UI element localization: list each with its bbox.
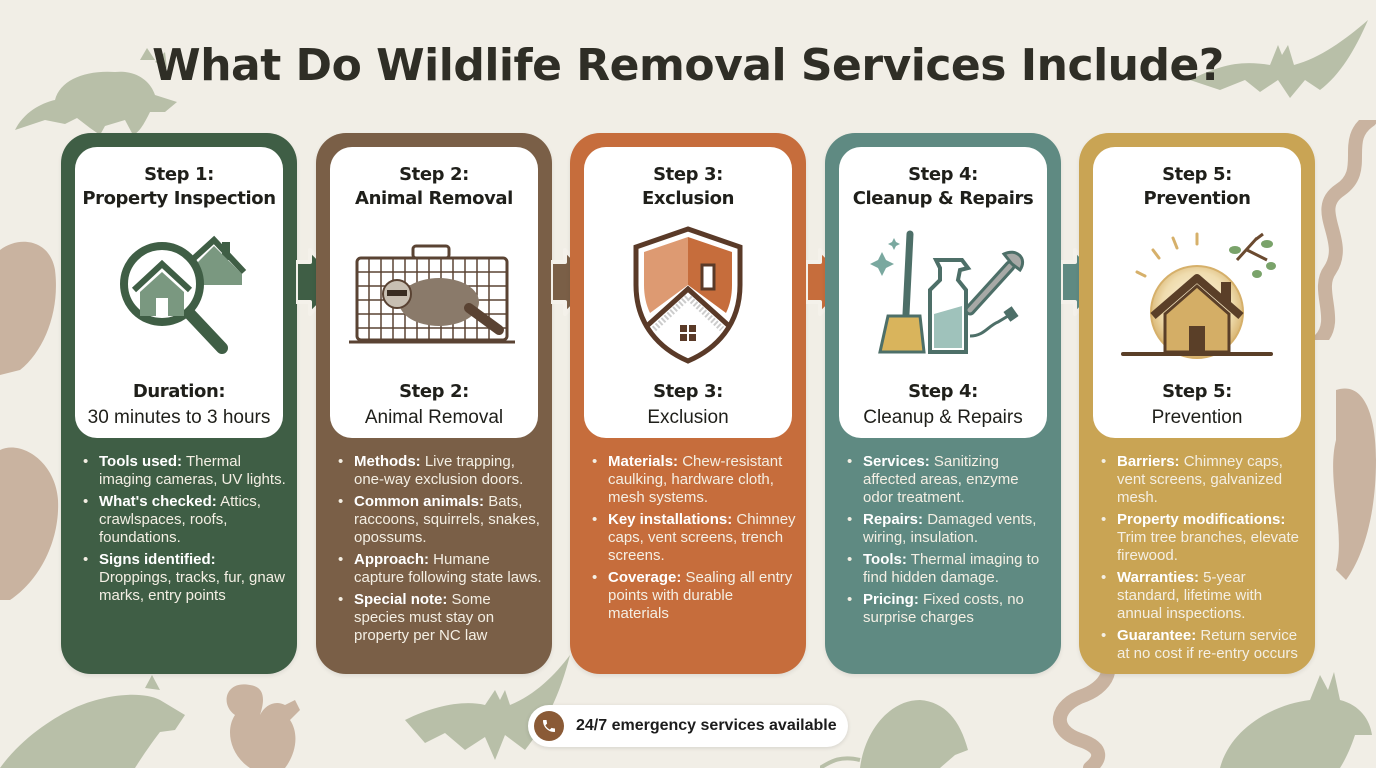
step-subtitle: Step 5: Prevention	[1151, 381, 1243, 428]
mouse-silhouette-icon	[0, 447, 59, 600]
step-card-header: Step 2: Animal Removal	[330, 147, 538, 438]
step-card-header: Step 3: Exclusion Step 3: Exclusion	[584, 147, 792, 438]
step-subtitle: Step 4: Cleanup & Repairs	[863, 381, 1023, 428]
step-details-list: Services: Sanitizing affected areas, enz…	[841, 453, 1051, 631]
list-item: Guarantee: Return service at no cost if …	[1095, 627, 1305, 663]
list-item: Approach: Humane capture following state…	[332, 551, 542, 587]
step-subtitle: Step 3: Exclusion	[647, 381, 729, 428]
list-item: What's checked: Attics, crawlspaces, roo…	[77, 493, 287, 547]
step-title: Step 5: Prevention	[1143, 164, 1251, 209]
page-title: What Do Wildlife Removal Services Includ…	[152, 40, 1224, 91]
step-card-header: Step 5: Prevention	[1093, 147, 1301, 438]
step-card-header: Step 1: Property Inspection Duration: 30…	[75, 147, 283, 438]
shield-house-icon	[633, 226, 743, 364]
protected-house-icon	[1121, 232, 1276, 359]
list-item: Key installations: Chimney caps, vent sc…	[586, 511, 796, 565]
step-card-3: Step 3: Exclusion Step 3: Exclusion Mate…	[570, 133, 806, 674]
emergency-services-text: 24/7 emergency services available	[576, 717, 837, 734]
list-item: Warranties: 5-year standard, lifetime wi…	[1095, 569, 1305, 623]
list-item: Methods: Live trapping, one-way exclusio…	[332, 453, 542, 489]
step-card-header: Step 4: Cleanup & Repairs Step 4: Cleanu…	[839, 147, 1047, 438]
list-item: Services: Sanitizing affected areas, enz…	[841, 453, 1051, 507]
step-title: Step 4: Cleanup & Repairs	[852, 164, 1034, 209]
rabbit-silhouette-icon	[1220, 672, 1372, 768]
list-item: Special note: Some species must stay on …	[332, 591, 542, 645]
cleaning-tools-icon	[870, 230, 1025, 354]
opossum-silhouette-icon	[1333, 388, 1376, 580]
list-item: Barriers: Chimney caps, vent screens, ga…	[1095, 453, 1305, 507]
emergency-services-badge[interactable]: 24/7 emergency services available	[528, 705, 848, 747]
step-card-1: Step 1: Property Inspection Duration: 30…	[61, 133, 297, 674]
step-duration: Duration: 30 minutes to 3 hours	[87, 381, 271, 428]
step-title: Step 2: Animal Removal	[355, 164, 513, 209]
list-item: Coverage: Sealing all entry points with …	[586, 569, 796, 623]
phone-icon	[534, 711, 564, 741]
step-details-list: Methods: Live trapping, one-way exclusio…	[332, 453, 542, 649]
step-details-list: Barriers: Chimney caps, vent screens, ga…	[1095, 453, 1305, 667]
list-item: Tools used: Thermal imaging cameras, UV …	[77, 453, 287, 489]
list-item: Property modifications: Trim tree branch…	[1095, 511, 1305, 565]
step-details-list: Tools used: Thermal imaging cameras, UV …	[77, 453, 287, 609]
raccoon-bottom-silhouette-icon	[0, 675, 185, 768]
list-item: Materials: Chew-resistant caulking, hard…	[586, 453, 796, 507]
list-item: Common animals: Bats, raccoons, squirrel…	[332, 493, 542, 547]
list-item: Repairs: Damaged vents, wiring, insulati…	[841, 511, 1051, 547]
list-item: Pricing: Fixed costs, no surprise charge…	[841, 591, 1051, 627]
step-subtitle: Step 2: Animal Removal	[364, 381, 504, 428]
step-card-2: Step 2: Animal Removal	[316, 133, 552, 674]
raccoon-cage-icon	[349, 244, 515, 344]
squirrel-silhouette-icon	[226, 684, 300, 768]
list-item: Signs identified: Droppings, tracks, fur…	[77, 551, 287, 605]
magnifier-house-icon	[120, 235, 247, 354]
step-card-5: Step 5: Prevention	[1079, 133, 1315, 674]
list-item: Tools: Thermal imaging to find hidden da…	[841, 551, 1051, 587]
rodent-silhouette-icon	[0, 241, 56, 375]
step-details-list: Materials: Chew-resistant caulking, hard…	[586, 453, 796, 627]
step-title: Step 3: Exclusion	[641, 164, 735, 209]
step-title: Step 1: Property Inspection	[82, 164, 276, 209]
step-card-4: Step 4: Cleanup & Repairs Step 4: Cleanu…	[825, 133, 1061, 674]
